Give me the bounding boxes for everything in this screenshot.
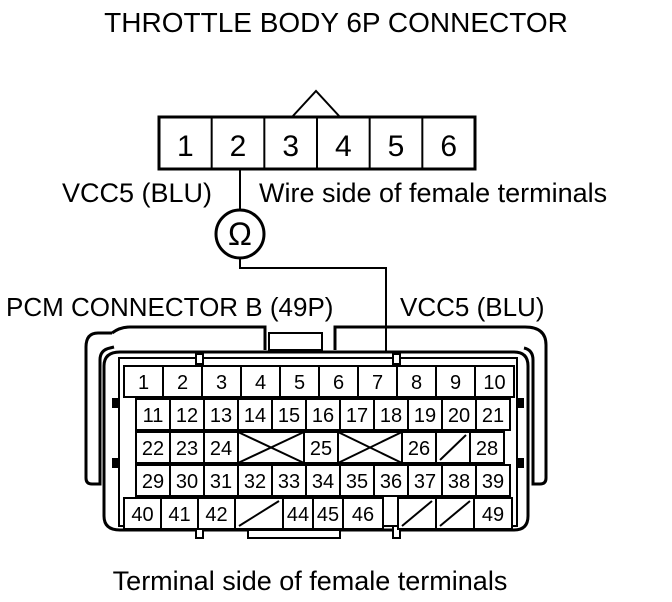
pcm-pin-10: 10 <box>483 372 505 394</box>
wire-side-label: Wire side of female terminals <box>259 178 607 208</box>
pcm-pin-2: 2 <box>177 372 188 394</box>
pcm-pin-39: 39 <box>482 471 504 493</box>
throttle-body-connector: 1 2 3 4 5 6 <box>157 89 477 171</box>
pcm-pin-3: 3 <box>216 372 227 394</box>
pcm-pin-46: 46 <box>352 504 374 526</box>
pcm-pin-22: 22 <box>142 438 164 460</box>
pcm-connector-label: PCM CONNECTOR B (49P) <box>6 292 333 322</box>
diagram-title: THROTTLE BODY 6P CONNECTOR <box>104 7 568 38</box>
pcm-pin-28: 28 <box>476 438 498 460</box>
pcm-pin-8: 8 <box>411 372 422 394</box>
pcm-pin-12: 12 <box>176 405 198 427</box>
pcm-pin-4: 4 <box>255 372 266 394</box>
tb-pin-3: 3 <box>282 130 299 163</box>
pcm-pin-33: 33 <box>278 471 300 493</box>
unused-cavity-slash <box>401 500 433 527</box>
pcm-pin-5: 5 <box>294 372 305 394</box>
terminal-side-label: Terminal side of female terminals <box>113 566 508 596</box>
tb-pin-6: 6 <box>440 130 457 163</box>
vcc5-left-label: VCC5 (BLU) <box>62 178 212 208</box>
pcm-pin-38: 38 <box>448 471 470 493</box>
unused-cavity-slash <box>439 434 467 461</box>
pcm-pin-17: 17 <box>346 405 368 427</box>
ohmmeter-symbol: Ω <box>214 208 266 260</box>
pcm-pin-23: 23 <box>176 438 198 460</box>
pcm-pin-34: 34 <box>312 471 334 493</box>
pcm-pin-41: 41 <box>168 504 190 526</box>
pcm-pin-30: 30 <box>176 471 198 493</box>
pcm-pin-6: 6 <box>333 372 344 394</box>
unused-cavity-slash <box>238 500 280 527</box>
tb-pin-1: 1 <box>177 130 194 163</box>
pcm-pin-42: 42 <box>205 504 227 526</box>
pcm-pin-26: 26 <box>408 438 430 460</box>
tb-pin-2: 2 <box>230 130 247 163</box>
pcm-pin-7: 7 <box>372 372 383 394</box>
pcm-pin-1: 1 <box>138 372 149 394</box>
pcm-pin-29: 29 <box>142 471 164 493</box>
pcm-pin-11: 11 <box>143 405 164 427</box>
pcm-pin-36: 36 <box>380 471 402 493</box>
unused-cavity-slash <box>439 500 471 527</box>
pcm-pin-25: 25 <box>310 438 332 460</box>
pcm-pin-31: 31 <box>210 471 232 493</box>
pcm-pin-49: 49 <box>482 504 504 526</box>
vcc5-right-label: VCC5 (BLU) <box>400 292 544 322</box>
pcm-pin-44: 44 <box>287 504 309 526</box>
tb-pin-4: 4 <box>335 130 352 163</box>
pcm-pin-24: 24 <box>210 438 232 460</box>
tb-pin-5: 5 <box>388 130 405 163</box>
pcm-pin-40: 40 <box>131 504 153 526</box>
ohm-icon: Ω <box>228 216 252 252</box>
pcm-pin-15: 15 <box>278 405 300 427</box>
pcm-pin-35: 35 <box>346 471 368 493</box>
pcm-pin-14: 14 <box>244 405 266 427</box>
pcm-pin-21: 21 <box>482 405 504 427</box>
pcm-pin-16: 16 <box>312 405 334 427</box>
pcm-pin-18: 18 <box>380 405 402 427</box>
pcm-pin-19: 19 <box>414 405 436 427</box>
pcm-pin-20: 20 <box>448 405 470 427</box>
pcm-pin-37: 37 <box>414 471 436 493</box>
pcm-pin-9: 9 <box>450 372 461 394</box>
pcm-pin-13: 13 <box>210 405 232 427</box>
pcm-pin-32: 32 <box>244 471 266 493</box>
pcm-pin-45: 45 <box>317 504 339 526</box>
